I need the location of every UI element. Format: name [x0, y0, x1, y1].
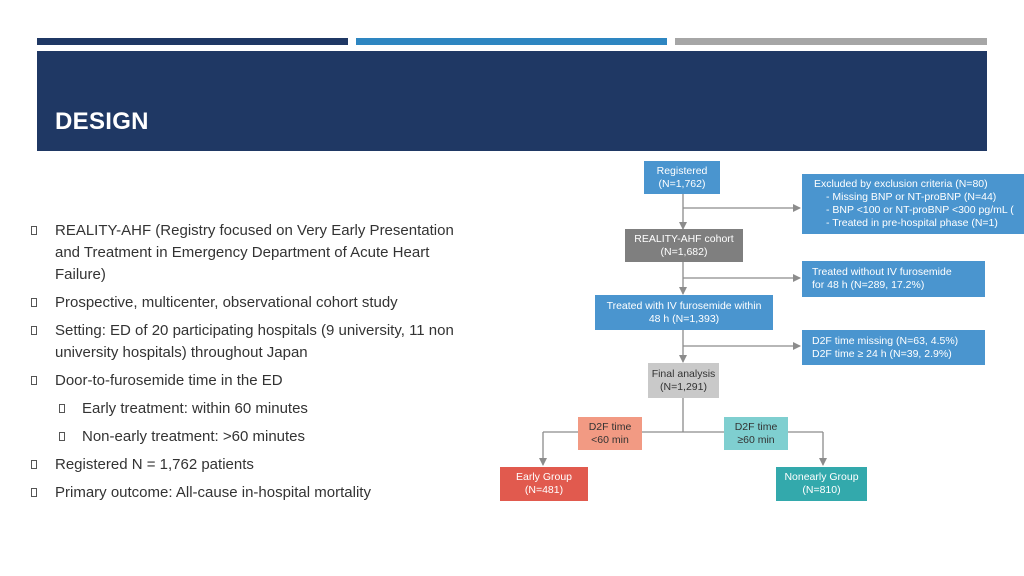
bullet-list: REALITY-AHF (Registry focused on Very Ea… — [30, 220, 470, 510]
box-d2f-missing: D2F time missing (N=63, 4.5%) D2F time ≥… — [802, 330, 985, 365]
bullet-text: Registered N = 1,762 patients — [55, 456, 254, 473]
bullet-text: Primary outcome: All-cause in-hospital m… — [55, 484, 371, 501]
bullet-item: Primary outcome: All-cause in-hospital m… — [30, 482, 470, 504]
title-band: DESIGN — [37, 51, 987, 151]
bullet-item: Registered N = 1,762 patients — [30, 454, 470, 476]
box-d2f-early: D2F time <60 min — [578, 417, 642, 450]
bullet-item: REALITY-AHF (Registry focused on Very Ea… — [30, 220, 470, 286]
slide-title: DESIGN — [55, 108, 149, 135]
bullet-item: Prospective, multicenter, observational … — [30, 292, 470, 314]
bullet-text: Non-early treatment: >60 minutes — [82, 428, 306, 445]
box-treated-iv: Treated with IV furosemide within 48 h (… — [595, 295, 773, 330]
bullet-square-icon — [59, 432, 65, 441]
bullet-square-icon — [31, 376, 37, 385]
accent-bar-gray — [675, 38, 987, 45]
bullet-text: Door-to-furosemide time in the ED — [55, 372, 283, 389]
bullet-item: Door-to-furosemide time in the ED — [30, 370, 470, 392]
box-nonearly-group: Nonearly Group (N=810) — [776, 467, 867, 501]
box-early-group: Early Group (N=481) — [500, 467, 588, 501]
bullet-square-icon — [31, 226, 37, 235]
box-excluded: Excluded by exclusion criteria (N=80) - … — [802, 174, 1024, 234]
box-d2f-late: D2F time ≥60 min — [724, 417, 788, 450]
sub-bullet-item: Non-early treatment: >60 minutes — [30, 426, 470, 448]
box-reality-cohort: REALITY-AHF cohort (N=1,682) — [625, 229, 743, 262]
bullet-square-icon — [31, 460, 37, 469]
bullet-item: Setting: ED of 20 participating hospital… — [30, 320, 470, 364]
accent-bar-blue — [356, 38, 667, 45]
bullet-text: Early treatment: within 60 minutes — [82, 400, 308, 417]
accent-bar-dark — [37, 38, 348, 45]
box-final-analysis: Final analysis (N=1,291) — [648, 363, 719, 398]
sub-bullet-item: Early treatment: within 60 minutes — [30, 398, 470, 420]
bullet-text: REALITY-AHF (Registry focused on Very Ea… — [55, 222, 454, 283]
bullet-square-icon — [59, 404, 65, 413]
flowchart: Registered (N=1,762) Excluded by exclusi… — [490, 155, 1024, 515]
bullet-text: Setting: ED of 20 participating hospital… — [55, 322, 454, 361]
bullet-text: Prospective, multicenter, observational … — [55, 294, 398, 311]
bullet-square-icon — [31, 488, 37, 497]
box-without-iv: Treated without IV furosemide for 48 h (… — [802, 261, 985, 297]
bullet-square-icon — [31, 326, 37, 335]
bullet-square-icon — [31, 298, 37, 307]
box-registered: Registered (N=1,762) — [644, 161, 720, 194]
